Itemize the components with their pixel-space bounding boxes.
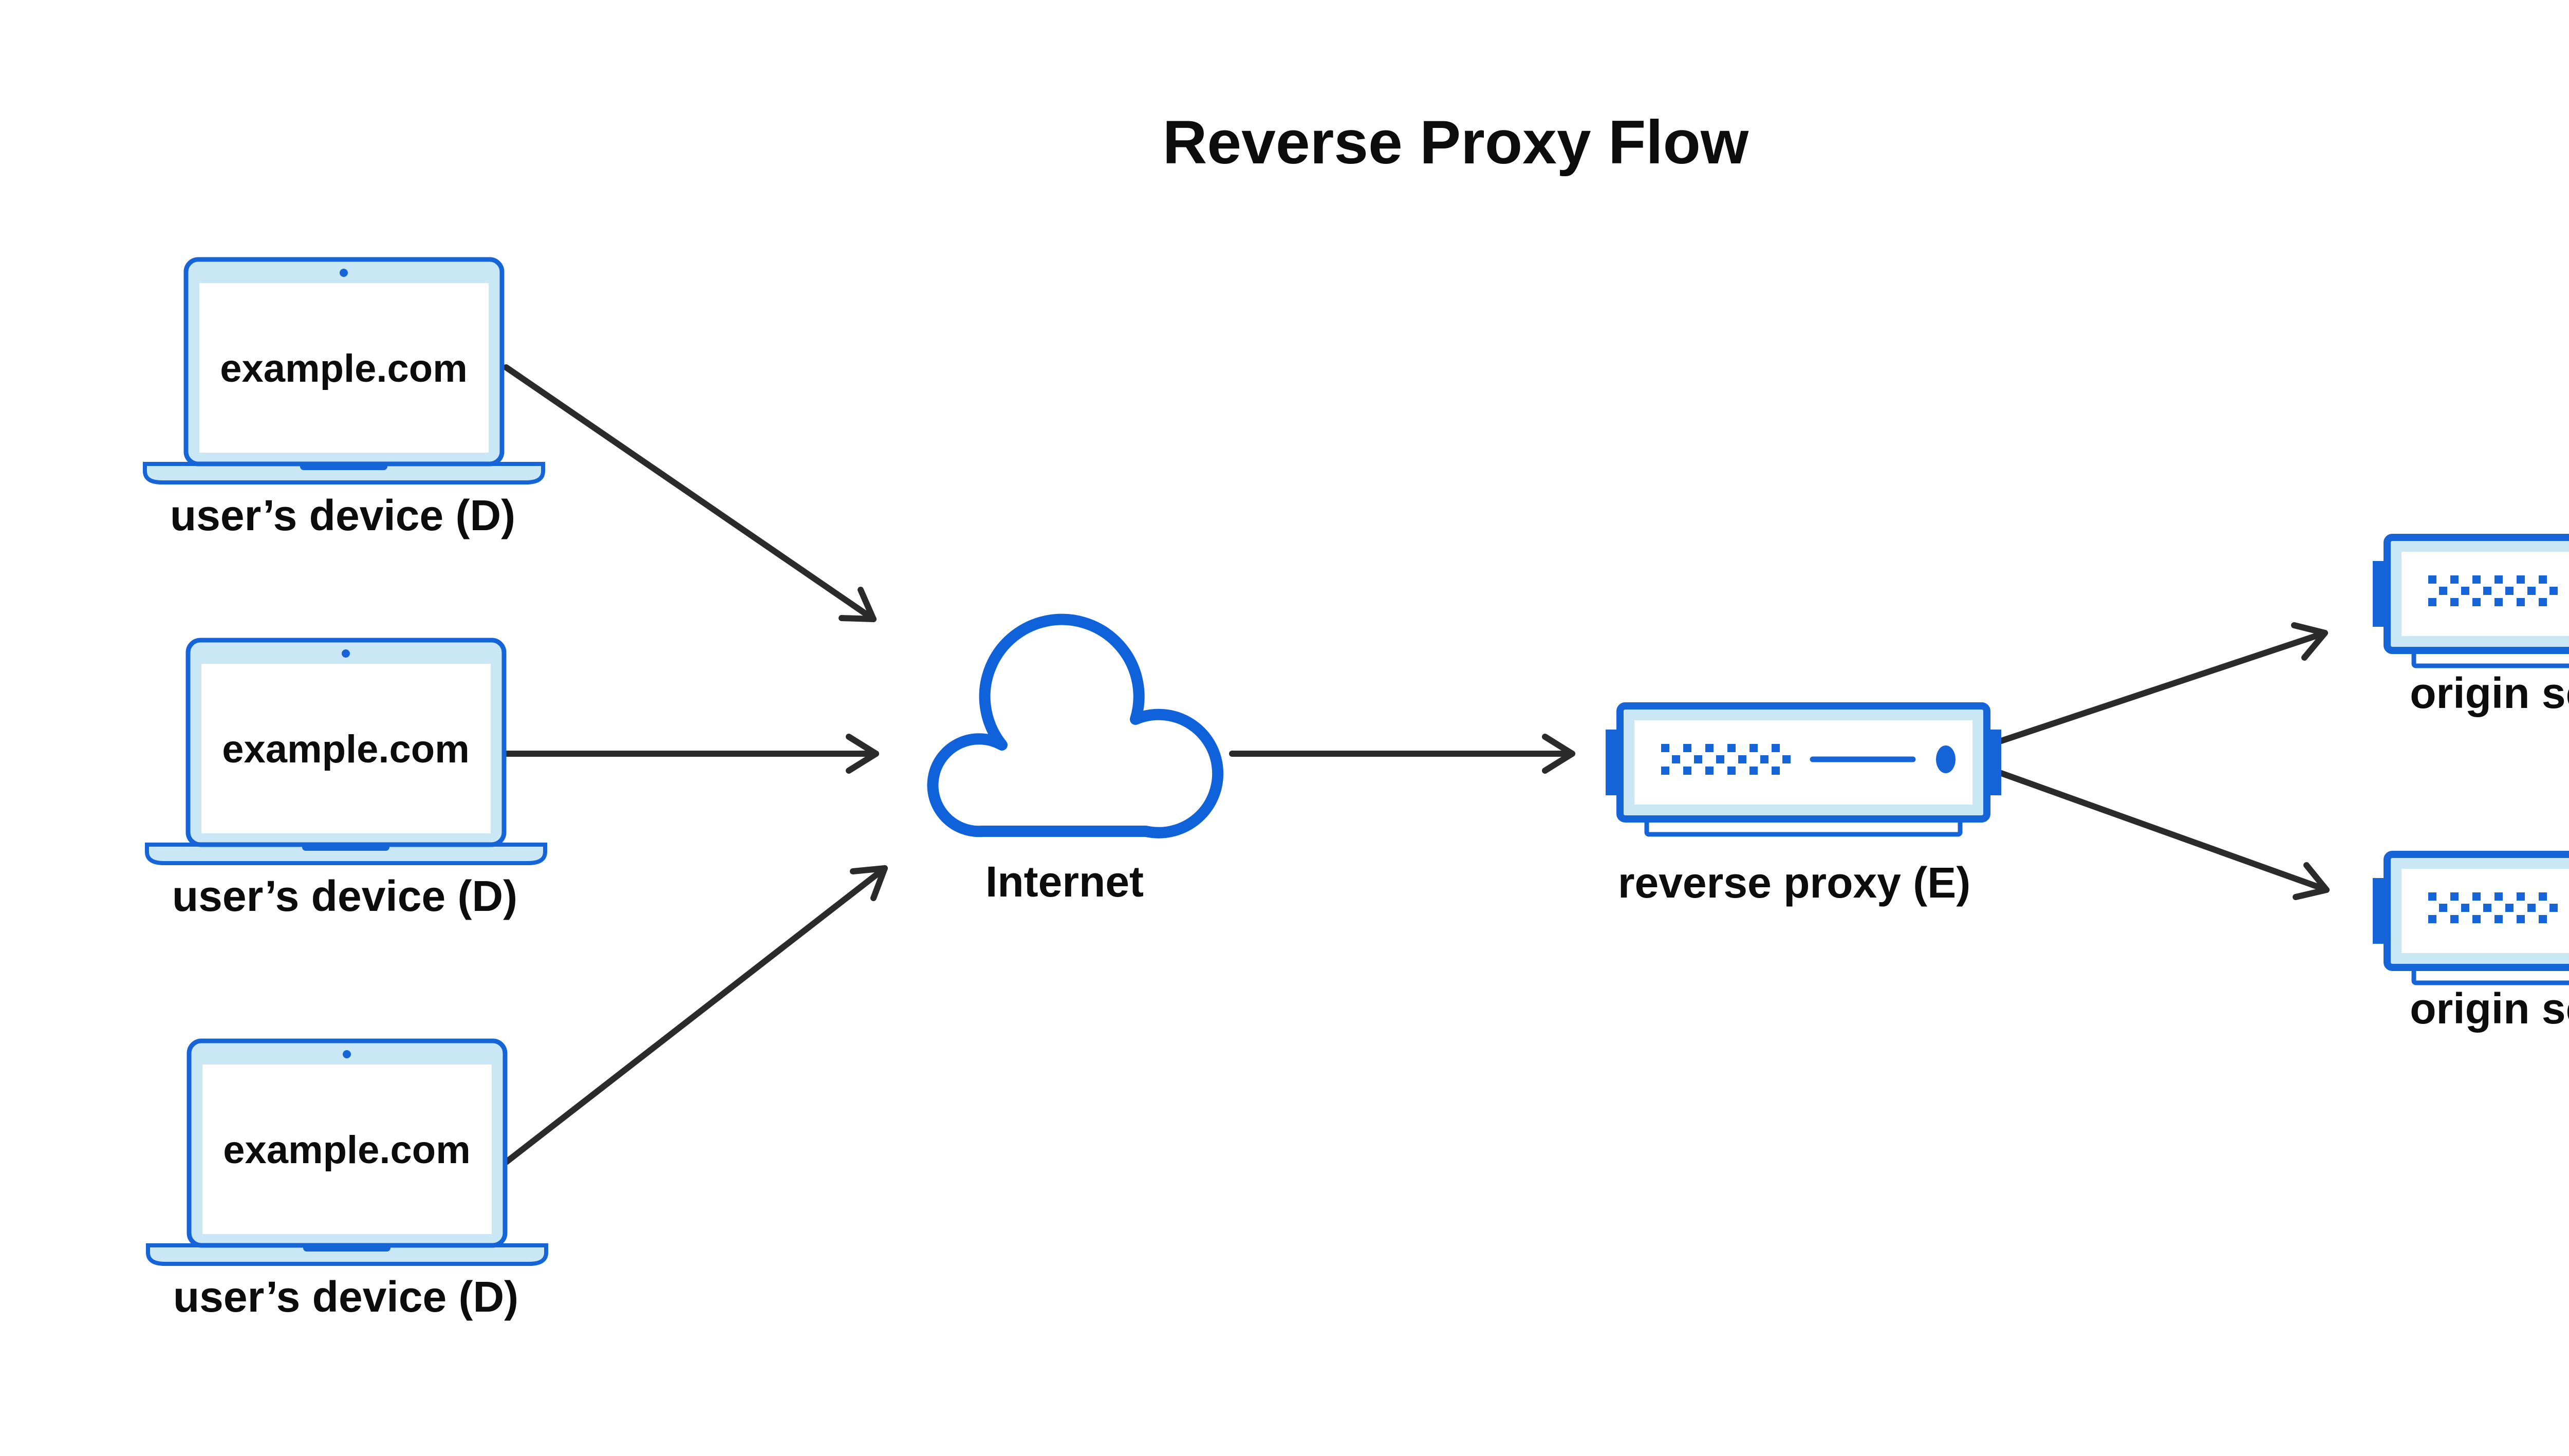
laptop-base [143,462,545,484]
arrow-device2-to-internet [503,734,879,774]
arrowhead-icon [839,587,877,622]
laptop-base-notch [303,1244,390,1252]
arrowhead-icon [850,865,888,901]
laptop-icon-device3: example.com user’s device (D) [146,1038,548,1321]
server-face [1634,720,1972,805]
arrow-proxy-to-origin1 [1998,622,2328,744]
origin-server1-label: origin server (F) [2410,669,2569,717]
arrowhead-icon [2293,862,2330,900]
server-power-dot [1936,745,1956,773]
arrow-internet-to-proxy [1229,734,1575,774]
laptop-screen [201,664,491,833]
arrowhead-icon [1542,734,1575,774]
laptop-base-notch [302,844,389,851]
device-screen-url: example.com [222,727,470,771]
arrow-device1-to-internet [503,364,877,622]
server-icon-origin1 [2373,534,2569,668]
laptop-icon-device1: example.com user’s device (D) [143,257,545,539]
camera-dot-icon [343,1050,351,1058]
server-icon-origin2 [2373,851,2569,985]
reverse-proxy-label: reverse proxy (E) [1618,858,1970,907]
internet-label: Internet [985,857,1144,906]
laptop-base [145,843,547,865]
arrow-device3-to-internet [503,865,888,1165]
device-screen-url: example.com [220,347,468,390]
laptop-base-notch [300,463,387,470]
server-vent-dots [1661,744,1791,775]
device-screen-url: example.com [223,1128,471,1172]
cloud-icon-internet: Internet [927,613,1224,906]
arrowhead-icon [2291,622,2328,661]
laptop-screen [202,1065,492,1234]
server-vent-dots [2428,892,2558,923]
cloud-shape [927,613,1224,838]
laptop-icon-device2: example.com user’s device (D) [145,638,547,920]
camera-dot-icon [340,269,348,277]
arrow-proxy-to-origin2 [1998,770,2330,900]
device-label: user’s device (D) [170,491,515,539]
arrowhead-icon [846,734,879,774]
page-title: Reverse Proxy Flow [1163,108,1749,177]
server-icon-reverse-proxy [1606,702,2001,837]
device-label: user’s device (D) [173,1273,518,1321]
server-vent-dots [2428,575,2558,606]
laptop-base [146,1243,548,1266]
laptop-screen [199,283,489,453]
device-label: user’s device (D) [172,872,517,920]
camera-dot-icon [342,649,350,658]
origin-server2-label: origin server (F) [2410,984,2569,1033]
